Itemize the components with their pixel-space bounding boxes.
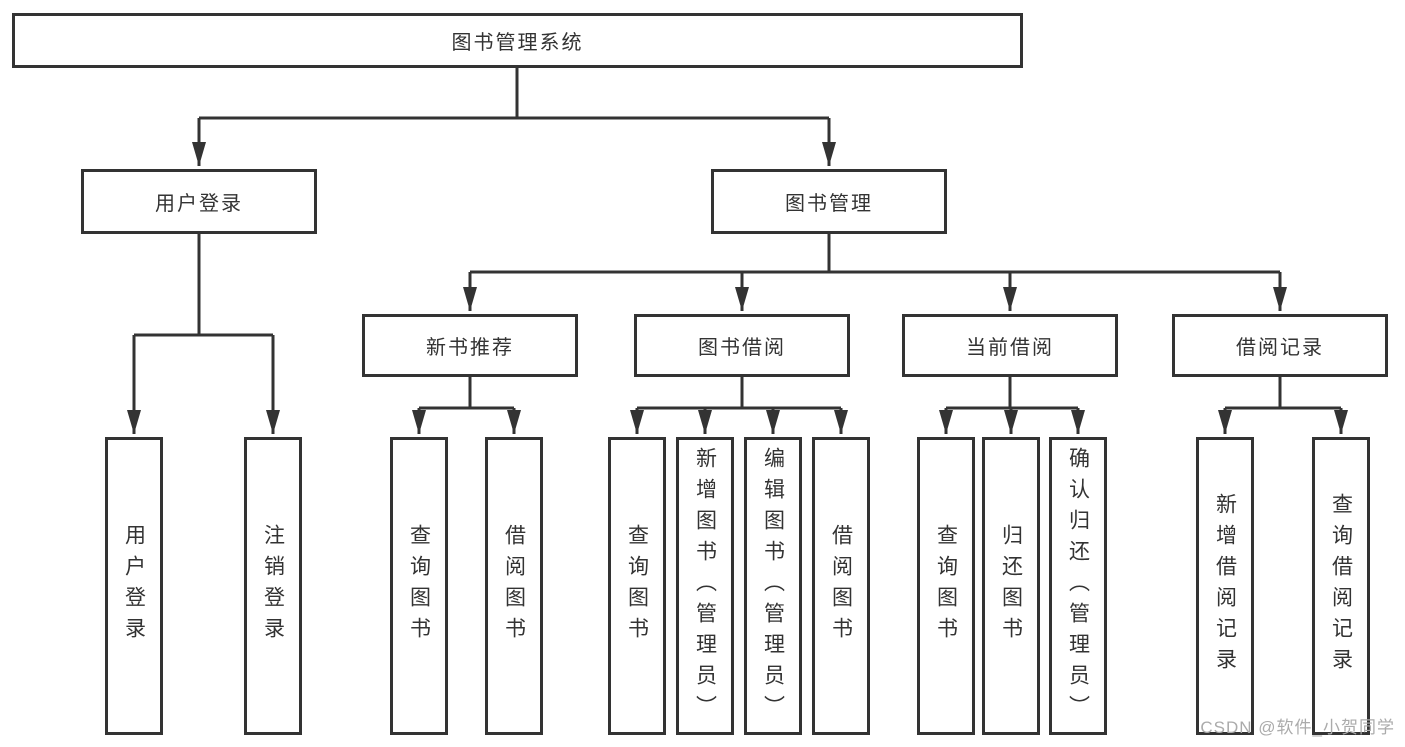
leaf-edit-books-admin: 编辑图书（管理员） bbox=[744, 437, 802, 735]
leaf-add-books-admin: 新增图书（管理员） bbox=[676, 437, 734, 735]
leaf-query-books-3: 查询图书 bbox=[917, 437, 975, 735]
leaf-query-books-2: 查询图书 bbox=[608, 437, 666, 735]
node-new-book-recommend: 新书推荐 bbox=[362, 314, 578, 377]
node-book-borrow: 图书借阅 bbox=[634, 314, 850, 377]
leaf-query-borrow-record: 查询借阅记录 bbox=[1312, 437, 1370, 735]
leaf-return-books: 归还图书 bbox=[982, 437, 1040, 735]
node-current-borrow: 当前借阅 bbox=[902, 314, 1118, 377]
leaf-borrow-books-2: 借阅图书 bbox=[812, 437, 870, 735]
leaf-add-borrow-record: 新增借阅记录 bbox=[1196, 437, 1254, 735]
leaf-logout: 注销登录 bbox=[244, 437, 302, 735]
leaf-user-login: 用户登录 bbox=[105, 437, 163, 735]
leaf-confirm-return-admin: 确认归还（管理员） bbox=[1049, 437, 1107, 735]
csdn-watermark: CSDN @软件_小贺同学 bbox=[1200, 718, 1395, 737]
leaf-query-books-1: 查询图书 bbox=[390, 437, 448, 735]
leaf-borrow-books-1: 借阅图书 bbox=[485, 437, 543, 735]
node-borrow-records: 借阅记录 bbox=[1172, 314, 1388, 377]
node-book-management: 图书管理 bbox=[711, 169, 947, 234]
node-user-login: 用户登录 bbox=[81, 169, 317, 234]
node-root: 图书管理系统 bbox=[12, 13, 1023, 68]
